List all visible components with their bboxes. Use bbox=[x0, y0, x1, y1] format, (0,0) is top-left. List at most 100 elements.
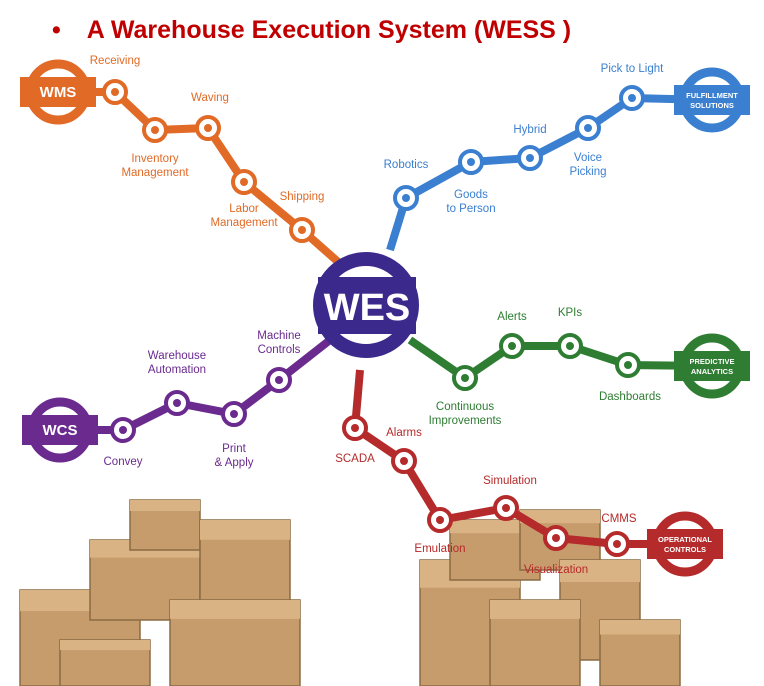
headset-icon bbox=[584, 124, 592, 132]
hub-label: FULFILLMENT bbox=[686, 91, 738, 100]
station-receiving[interactable]: Receiving bbox=[90, 55, 141, 105]
station-scada[interactable]: SCADA bbox=[335, 415, 375, 465]
station-label: KPIs bbox=[558, 307, 583, 319]
station-label: Machine bbox=[257, 330, 300, 342]
person-desk-icon bbox=[467, 158, 475, 166]
hub-label: OPERATIONAL bbox=[658, 535, 712, 544]
hub-label: CONTROLS bbox=[664, 545, 706, 554]
station-label: Management bbox=[121, 167, 189, 179]
station-print-apply[interactable]: Print& Apply bbox=[215, 401, 254, 469]
hub-bar bbox=[647, 529, 723, 559]
station-label: Warehouse bbox=[148, 350, 206, 362]
arrows-icon bbox=[119, 426, 127, 434]
box-top bbox=[450, 520, 540, 534]
station-alarms[interactable]: Alarms bbox=[386, 427, 422, 474]
station-emulation[interactable]: Emulation bbox=[414, 507, 466, 555]
box-top bbox=[130, 500, 200, 511]
hub-label: WMS bbox=[40, 84, 77, 101]
headset-icon bbox=[526, 154, 534, 162]
station-label: Management bbox=[210, 217, 278, 229]
compass-icon bbox=[552, 534, 560, 542]
station-kpis[interactable]: KPIs bbox=[557, 307, 583, 359]
station-label: Alerts bbox=[497, 311, 527, 323]
hub-wcs: WCS bbox=[22, 397, 98, 463]
station-label: Picking bbox=[569, 166, 606, 178]
station-simulation[interactable]: Simulation bbox=[483, 475, 537, 521]
station-visualization[interactable]: Visualization bbox=[524, 525, 588, 576]
route-line bbox=[386, 94, 713, 252]
station-label: Voice bbox=[574, 152, 602, 164]
box-top bbox=[600, 620, 680, 635]
station-label: Inventory bbox=[131, 153, 179, 165]
station-label: Robotics bbox=[384, 159, 429, 171]
station-robotics[interactable]: Robotics bbox=[384, 159, 429, 211]
clipboard-icon bbox=[151, 126, 159, 134]
station-label: Simulation bbox=[483, 475, 537, 487]
station-label: Automation bbox=[148, 364, 206, 376]
station-dashboards[interactable]: Dashboards bbox=[599, 352, 661, 403]
hand-truck-icon bbox=[111, 88, 119, 96]
wes-hub: WES bbox=[313, 252, 419, 358]
station-convey[interactable]: Convey bbox=[104, 417, 143, 468]
slide-title: •A Warehouse Execution System (WESS ) bbox=[52, 16, 571, 45]
hub-bar bbox=[20, 77, 96, 107]
play-icon bbox=[502, 504, 510, 512]
hub-wms: WMS bbox=[20, 59, 96, 125]
box-top bbox=[490, 600, 580, 619]
station-hybrid[interactable]: Hybrid bbox=[513, 124, 547, 171]
station-shipping[interactable]: Shipping bbox=[280, 191, 325, 243]
box-top bbox=[200, 520, 290, 540]
wes-label: WES bbox=[324, 287, 411, 329]
station-label: Waving bbox=[191, 92, 229, 104]
station-label: Improvements bbox=[429, 415, 502, 427]
station-label: Receiving bbox=[90, 55, 141, 67]
hub-label: PREDICTIVE bbox=[689, 357, 734, 366]
station-label: Controls bbox=[258, 344, 301, 356]
title-text: A Warehouse Execution System (WESS ) bbox=[86, 16, 572, 44]
station-label: Emulation bbox=[414, 543, 465, 555]
truck-icon bbox=[298, 226, 306, 234]
station-label: CMMS bbox=[601, 513, 636, 525]
station-label: Goods bbox=[454, 189, 488, 201]
wave-icon bbox=[204, 124, 212, 132]
pointer-hand-icon bbox=[628, 94, 636, 102]
station-label: Pick to Light bbox=[601, 63, 664, 75]
person-icon bbox=[240, 178, 248, 186]
hub-bar bbox=[22, 415, 98, 445]
station-label: Alarms bbox=[386, 427, 422, 439]
robot-arm-icon bbox=[402, 194, 410, 202]
hub-bar bbox=[674, 85, 750, 115]
machine-icon bbox=[275, 376, 283, 384]
box-top bbox=[520, 510, 600, 524]
box-top bbox=[560, 560, 640, 582]
hub-label: ANALYTICS bbox=[691, 367, 733, 376]
station-label: Convey bbox=[104, 456, 143, 468]
wireless-icon bbox=[351, 424, 359, 432]
hub-bar bbox=[674, 351, 750, 381]
station-label: Shipping bbox=[280, 191, 325, 203]
hub-label: SOLUTIONS bbox=[690, 101, 734, 110]
hub-label: WCS bbox=[43, 422, 78, 439]
wes-bar bbox=[318, 277, 416, 334]
station-alerts[interactable]: Alerts bbox=[497, 311, 527, 359]
station-cmms[interactable]: CMMS bbox=[601, 513, 637, 557]
station-waving[interactable]: Waving bbox=[191, 92, 229, 141]
station-pick-to-light[interactable]: Pick to Light bbox=[601, 63, 664, 111]
station-label: Hybrid bbox=[513, 124, 546, 136]
station-label: Visualization bbox=[524, 564, 588, 576]
